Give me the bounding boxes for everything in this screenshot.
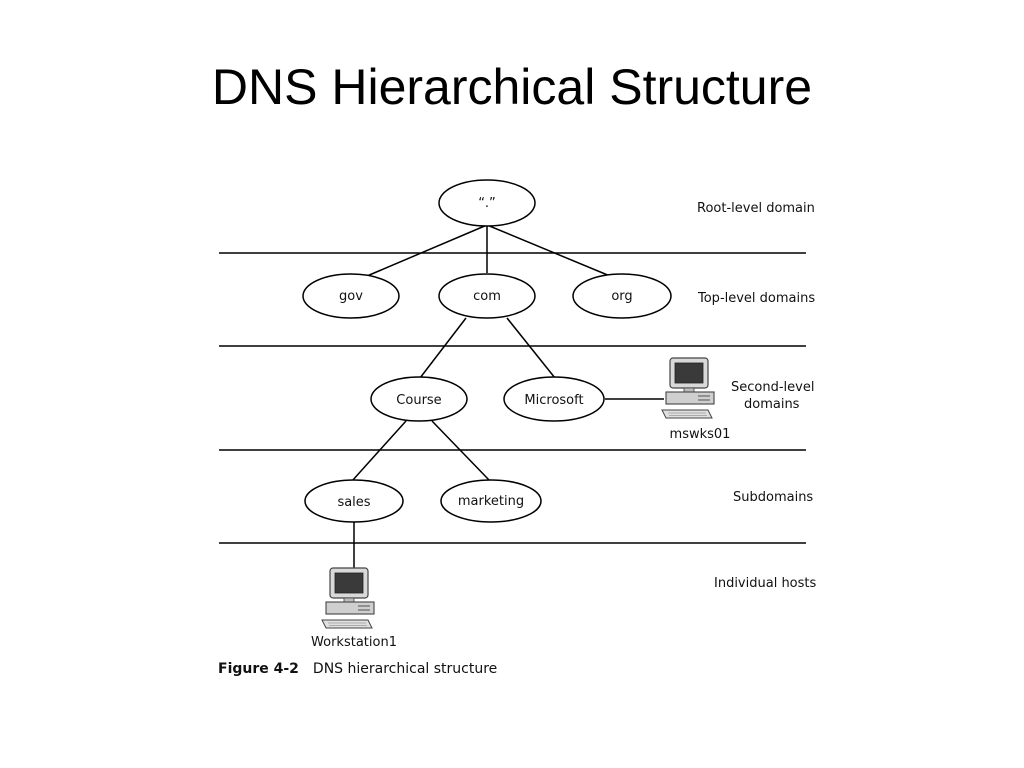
edge-course-sales bbox=[351, 420, 407, 482]
edge-com-course bbox=[419, 317, 467, 379]
node-sales-label: sales bbox=[337, 495, 370, 510]
node-gov bbox=[302, 273, 400, 319]
node-com-label: com bbox=[473, 289, 501, 304]
node-org bbox=[572, 273, 672, 319]
level-label-second-2: domains bbox=[744, 397, 800, 412]
node-com bbox=[438, 273, 536, 319]
edge-com-microsoft bbox=[506, 317, 556, 379]
node-sales bbox=[304, 479, 404, 523]
level-label-sub: Subdomains bbox=[733, 490, 813, 505]
node-course bbox=[370, 376, 468, 422]
node-marketing-label: marketing bbox=[458, 494, 524, 509]
level-label-second-1: Second-level bbox=[731, 380, 814, 395]
level-label-root: Root-level domain bbox=[697, 201, 815, 216]
edge-root-org bbox=[486, 224, 611, 277]
level-label-hosts: Individual hosts bbox=[714, 576, 817, 591]
node-microsoft-label: Microsoft bbox=[524, 393, 583, 408]
node-root bbox=[438, 179, 536, 227]
figure-caption: Figure 4-2 DNS hierarchical structure bbox=[218, 661, 497, 677]
figure-label: Figure 4-2 bbox=[218, 661, 299, 677]
node-microsoft bbox=[503, 376, 605, 422]
node-gov-label: gov bbox=[339, 289, 363, 304]
figure-caption-text: DNS hierarchical structure bbox=[312, 661, 498, 677]
node-marketing bbox=[440, 479, 542, 523]
edge-course-marketing bbox=[431, 420, 491, 482]
computer-label-mswks01: mswks01 bbox=[670, 427, 731, 442]
computer-label-workstation1: Workstation1 bbox=[311, 635, 397, 650]
level-label-top: Top-level domains bbox=[697, 291, 815, 306]
edge-root-gov bbox=[366, 224, 488, 277]
node-root-label: “.” bbox=[478, 196, 496, 211]
slide-title: DNS Hierarchical Structure bbox=[211, 59, 813, 115]
computer-icon bbox=[661, 357, 715, 419]
node-course-label: Course bbox=[396, 393, 441, 408]
node-org-label: org bbox=[611, 289, 632, 304]
computer-icon bbox=[321, 567, 375, 629]
